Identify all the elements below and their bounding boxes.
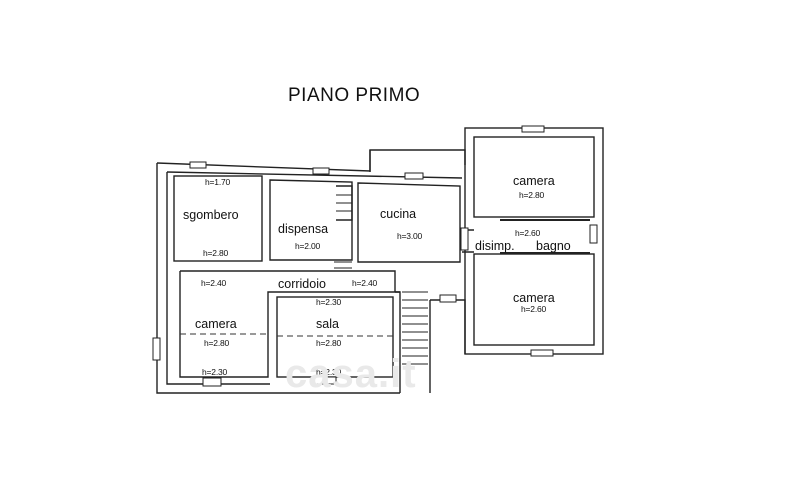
- sala-height: h=2.80: [316, 338, 342, 348]
- corridoio-height-bottom: h=2.30: [316, 297, 342, 307]
- camera-ne-label: camera: [513, 174, 555, 188]
- cucina-label: cucina: [380, 207, 417, 221]
- disimp-height: h=2.60: [515, 228, 541, 238]
- bagno-label: bagno: [536, 239, 571, 253]
- corridoio-height-left: h=2.40: [201, 278, 227, 288]
- sala-label: sala: [316, 317, 339, 331]
- outer-wall-west: [156, 163, 400, 394]
- cucina-room: [357, 182, 461, 263]
- camera-ne-height: h=2.80: [519, 190, 545, 200]
- camera-sw-label: camera: [195, 317, 237, 331]
- camera-sw-height: h=2.80: [204, 338, 230, 348]
- sala-height-bottom: h=2.30: [316, 367, 342, 377]
- dispensa-height: h=2.00: [295, 241, 321, 251]
- camera-se-label: camera: [513, 291, 555, 305]
- camera-se-height: h=2.60: [521, 304, 547, 314]
- sgombero-height: h=2.80: [203, 248, 229, 258]
- dispensa-label: dispensa: [278, 222, 329, 236]
- camera-sw-height-bottom: h=2.30: [202, 367, 228, 377]
- sgombero-room: [173, 175, 263, 262]
- cucina-height: h=3.00: [397, 231, 423, 241]
- inner-outline-west: [166, 172, 270, 385]
- corridoio-height-right: h=2.40: [352, 278, 378, 288]
- dispensa-room: [269, 179, 353, 261]
- corridoio-label: corridoio: [278, 277, 326, 291]
- sgombero-label: sgombero: [183, 208, 239, 222]
- sgombero-height-top: h=1.70: [205, 177, 231, 187]
- camera-ne-room: [473, 136, 595, 218]
- watermark: casa.it: [285, 352, 417, 396]
- plan-title: PIANO PRIMO: [288, 85, 421, 106]
- disimp-label: disimp.: [475, 239, 515, 253]
